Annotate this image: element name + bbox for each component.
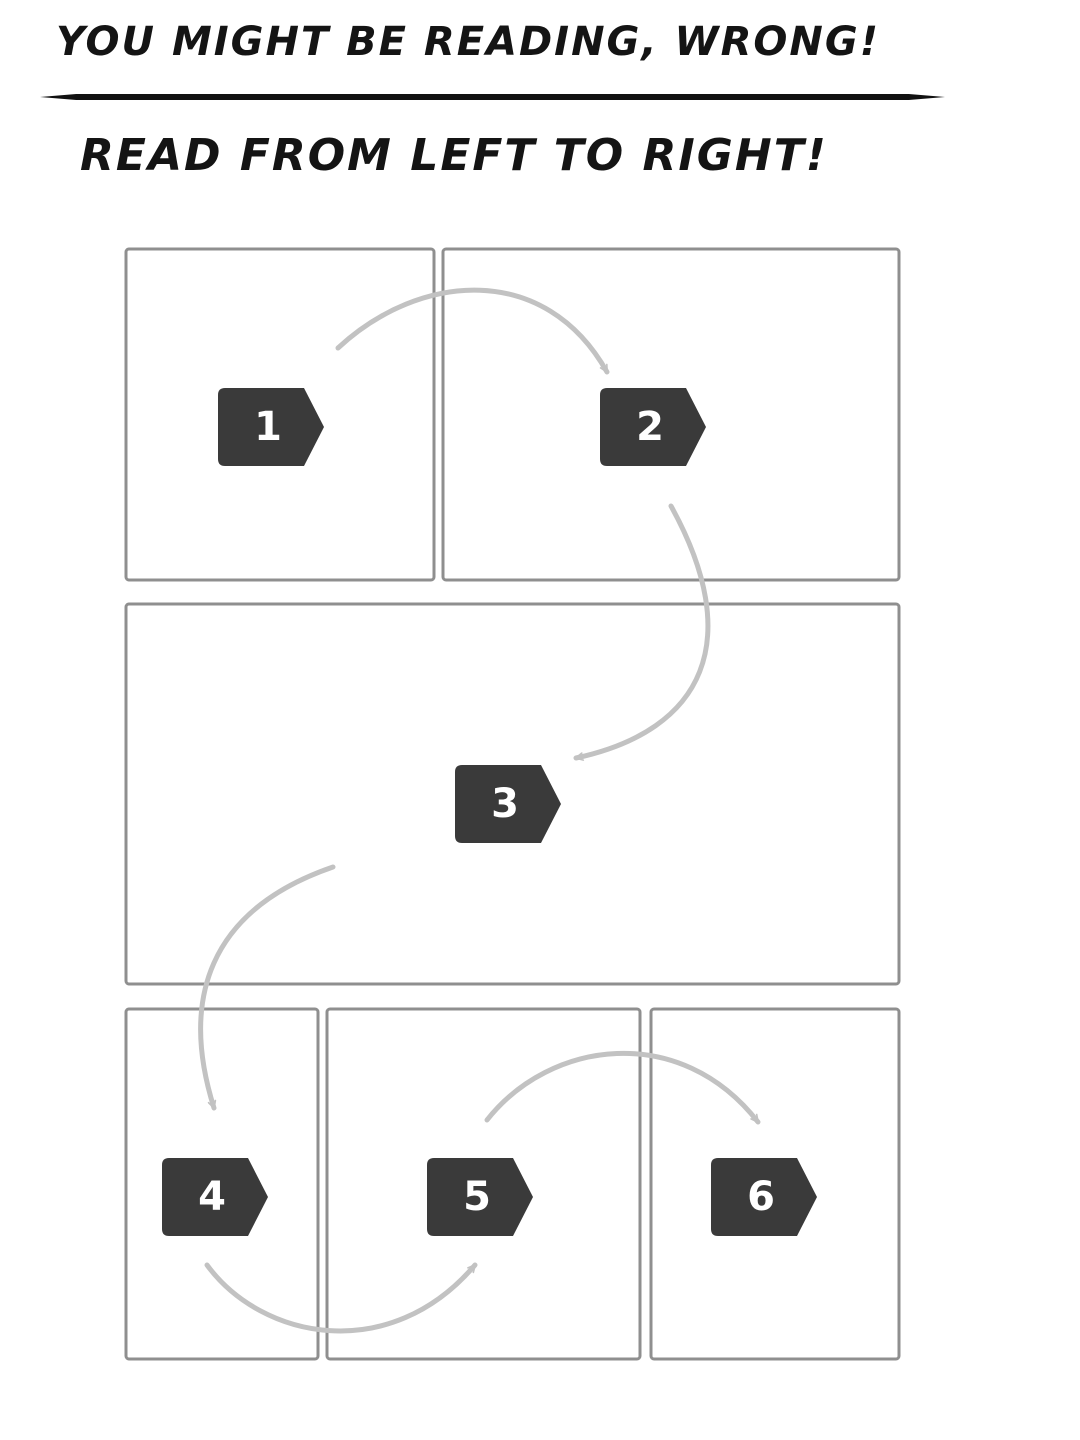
panel-3-tag-shape bbox=[455, 765, 561, 843]
arrow-1-to-2 bbox=[335, 287, 610, 375]
instruction-heading: READ FROM LEFT TO RIGHT! bbox=[80, 130, 828, 181]
panel-6-number-tag: 6 bbox=[711, 1158, 817, 1236]
panel-2-number-tag: 2 bbox=[600, 388, 706, 466]
panel-2-tag-shape bbox=[600, 388, 706, 466]
panel-1-number: 1 bbox=[254, 404, 282, 450]
panel-6-number: 6 bbox=[747, 1174, 775, 1220]
arrow-2-to-3 bbox=[573, 503, 711, 761]
arrow-3-to-4 bbox=[198, 864, 336, 1111]
header-divider bbox=[40, 94, 945, 100]
panel-4-number: 4 bbox=[198, 1174, 226, 1220]
panel-6-tag-shape bbox=[711, 1158, 817, 1236]
panel-2-number: 2 bbox=[636, 404, 664, 450]
panel-4-number-tag: 4 bbox=[162, 1158, 268, 1236]
panel-5-number-tag: 5 bbox=[427, 1158, 533, 1236]
panel-5-tag-shape bbox=[427, 1158, 533, 1236]
panel-1-tag-shape bbox=[218, 388, 324, 466]
panel-5-number: 5 bbox=[463, 1174, 491, 1220]
panel-1-number-tag: 1 bbox=[218, 388, 324, 466]
panel-4-tag-shape bbox=[162, 1158, 268, 1236]
panel-3-number-tag: 3 bbox=[455, 765, 561, 843]
panel-3-number: 3 bbox=[491, 781, 519, 827]
warning-heading: YOU MIGHT BE READING, WRONG! bbox=[56, 19, 880, 65]
arrow-4-to-5 bbox=[204, 1262, 478, 1334]
arrow-5-to-6 bbox=[484, 1050, 761, 1125]
